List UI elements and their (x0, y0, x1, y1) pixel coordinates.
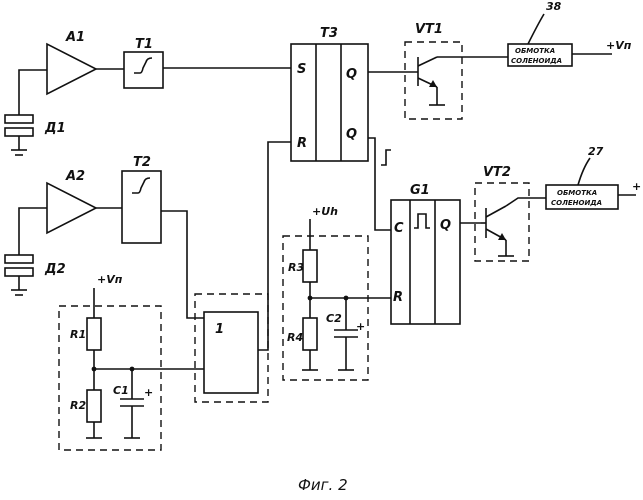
dashed-group-vt2 (475, 183, 529, 261)
sensor-d1: Д1 (5, 103, 66, 155)
solenoid-winding-38: ОБМОТКА СОЛЕНОИДА 38 (508, 0, 572, 66)
label-vt2: VT2 (483, 165, 511, 180)
resistor-r3: R3 (288, 250, 317, 282)
pin-g1-q: Q (440, 218, 451, 233)
label-t2: Т2 (133, 155, 151, 170)
label-g1: G1 (410, 183, 430, 198)
pin-t3-r: R (297, 136, 307, 151)
ref-27: 27 (588, 145, 604, 158)
amplifier-a2: А2 (47, 169, 96, 233)
transistor-vt2: VT2 (481, 165, 514, 256)
label-r1: R1 (70, 328, 86, 341)
label-d2: Д2 (44, 262, 66, 277)
dashed-group-r3-r4-c2 (283, 236, 368, 380)
label-t1: Т1 (135, 37, 153, 52)
pin-t3-q: Q (346, 67, 357, 82)
label-c1: С1 (113, 384, 129, 397)
amplifier-a1: А1 (47, 30, 96, 94)
label-plus-right: + (632, 180, 641, 193)
label-r2: R2 (70, 399, 86, 412)
ref-38: 38 (546, 0, 562, 13)
capacitor-c1: С1 + (113, 369, 153, 438)
solenoid-winding-27: ОБМОТКА СОЛЕНОИДА 27 (546, 145, 618, 209)
rs-flipflop-t3: Т3 S R Q Q (291, 26, 368, 161)
schmitt-trigger-t1: Т1 (124, 37, 163, 88)
label-vn-right: +Vп (606, 39, 632, 52)
schmitt-trigger-t2: Т2 (122, 155, 161, 243)
pin-t3-qbar: Q (346, 127, 357, 142)
dashed-group-vt1 (405, 42, 462, 119)
resistor-r4: R4 (287, 318, 317, 350)
label-c2: С2 (326, 312, 342, 325)
label-t3: Т3 (320, 26, 338, 41)
label-vt1: VT1 (415, 22, 443, 37)
winding-27-line2: СОЛЕНОИДА (551, 199, 602, 207)
pin-g1-c: C (394, 221, 404, 236)
winding-38-line2: СОЛЕНОИДА (511, 57, 562, 65)
pin-g1-r: R (393, 290, 403, 305)
supply-uh: +Uh (310, 205, 338, 250)
label-uh: +Uh (312, 205, 338, 218)
pin-t3-s: S (297, 62, 306, 77)
figure-caption: Фиг. 2 (298, 476, 348, 494)
label-r3: R3 (288, 261, 304, 274)
supply-vn-left: +Vп (94, 273, 123, 318)
logic-block-1: 1 (204, 312, 258, 393)
resistor-r1: R1 (70, 318, 101, 350)
transistor-vt1: VT1 (415, 22, 445, 105)
label-a1: А1 (65, 30, 85, 45)
winding-38-line1: ОБМОТКА (515, 47, 555, 55)
label-c2-plus: + (356, 320, 365, 333)
sensor-d2: Д2 (5, 243, 66, 295)
label-c1-plus: + (144, 386, 153, 399)
label-block1: 1 (215, 322, 224, 337)
label-vn-left: +Vп (97, 273, 123, 286)
label-r4: R4 (287, 331, 303, 344)
resistor-r2: R2 (70, 390, 101, 422)
label-a2: А2 (65, 169, 85, 184)
winding-27-line1: ОБМОТКА (557, 189, 597, 197)
label-d1: Д1 (44, 121, 66, 136)
monostable-g1: G1 C R Q (391, 183, 460, 324)
capacitor-c2: С2 + (326, 298, 365, 370)
